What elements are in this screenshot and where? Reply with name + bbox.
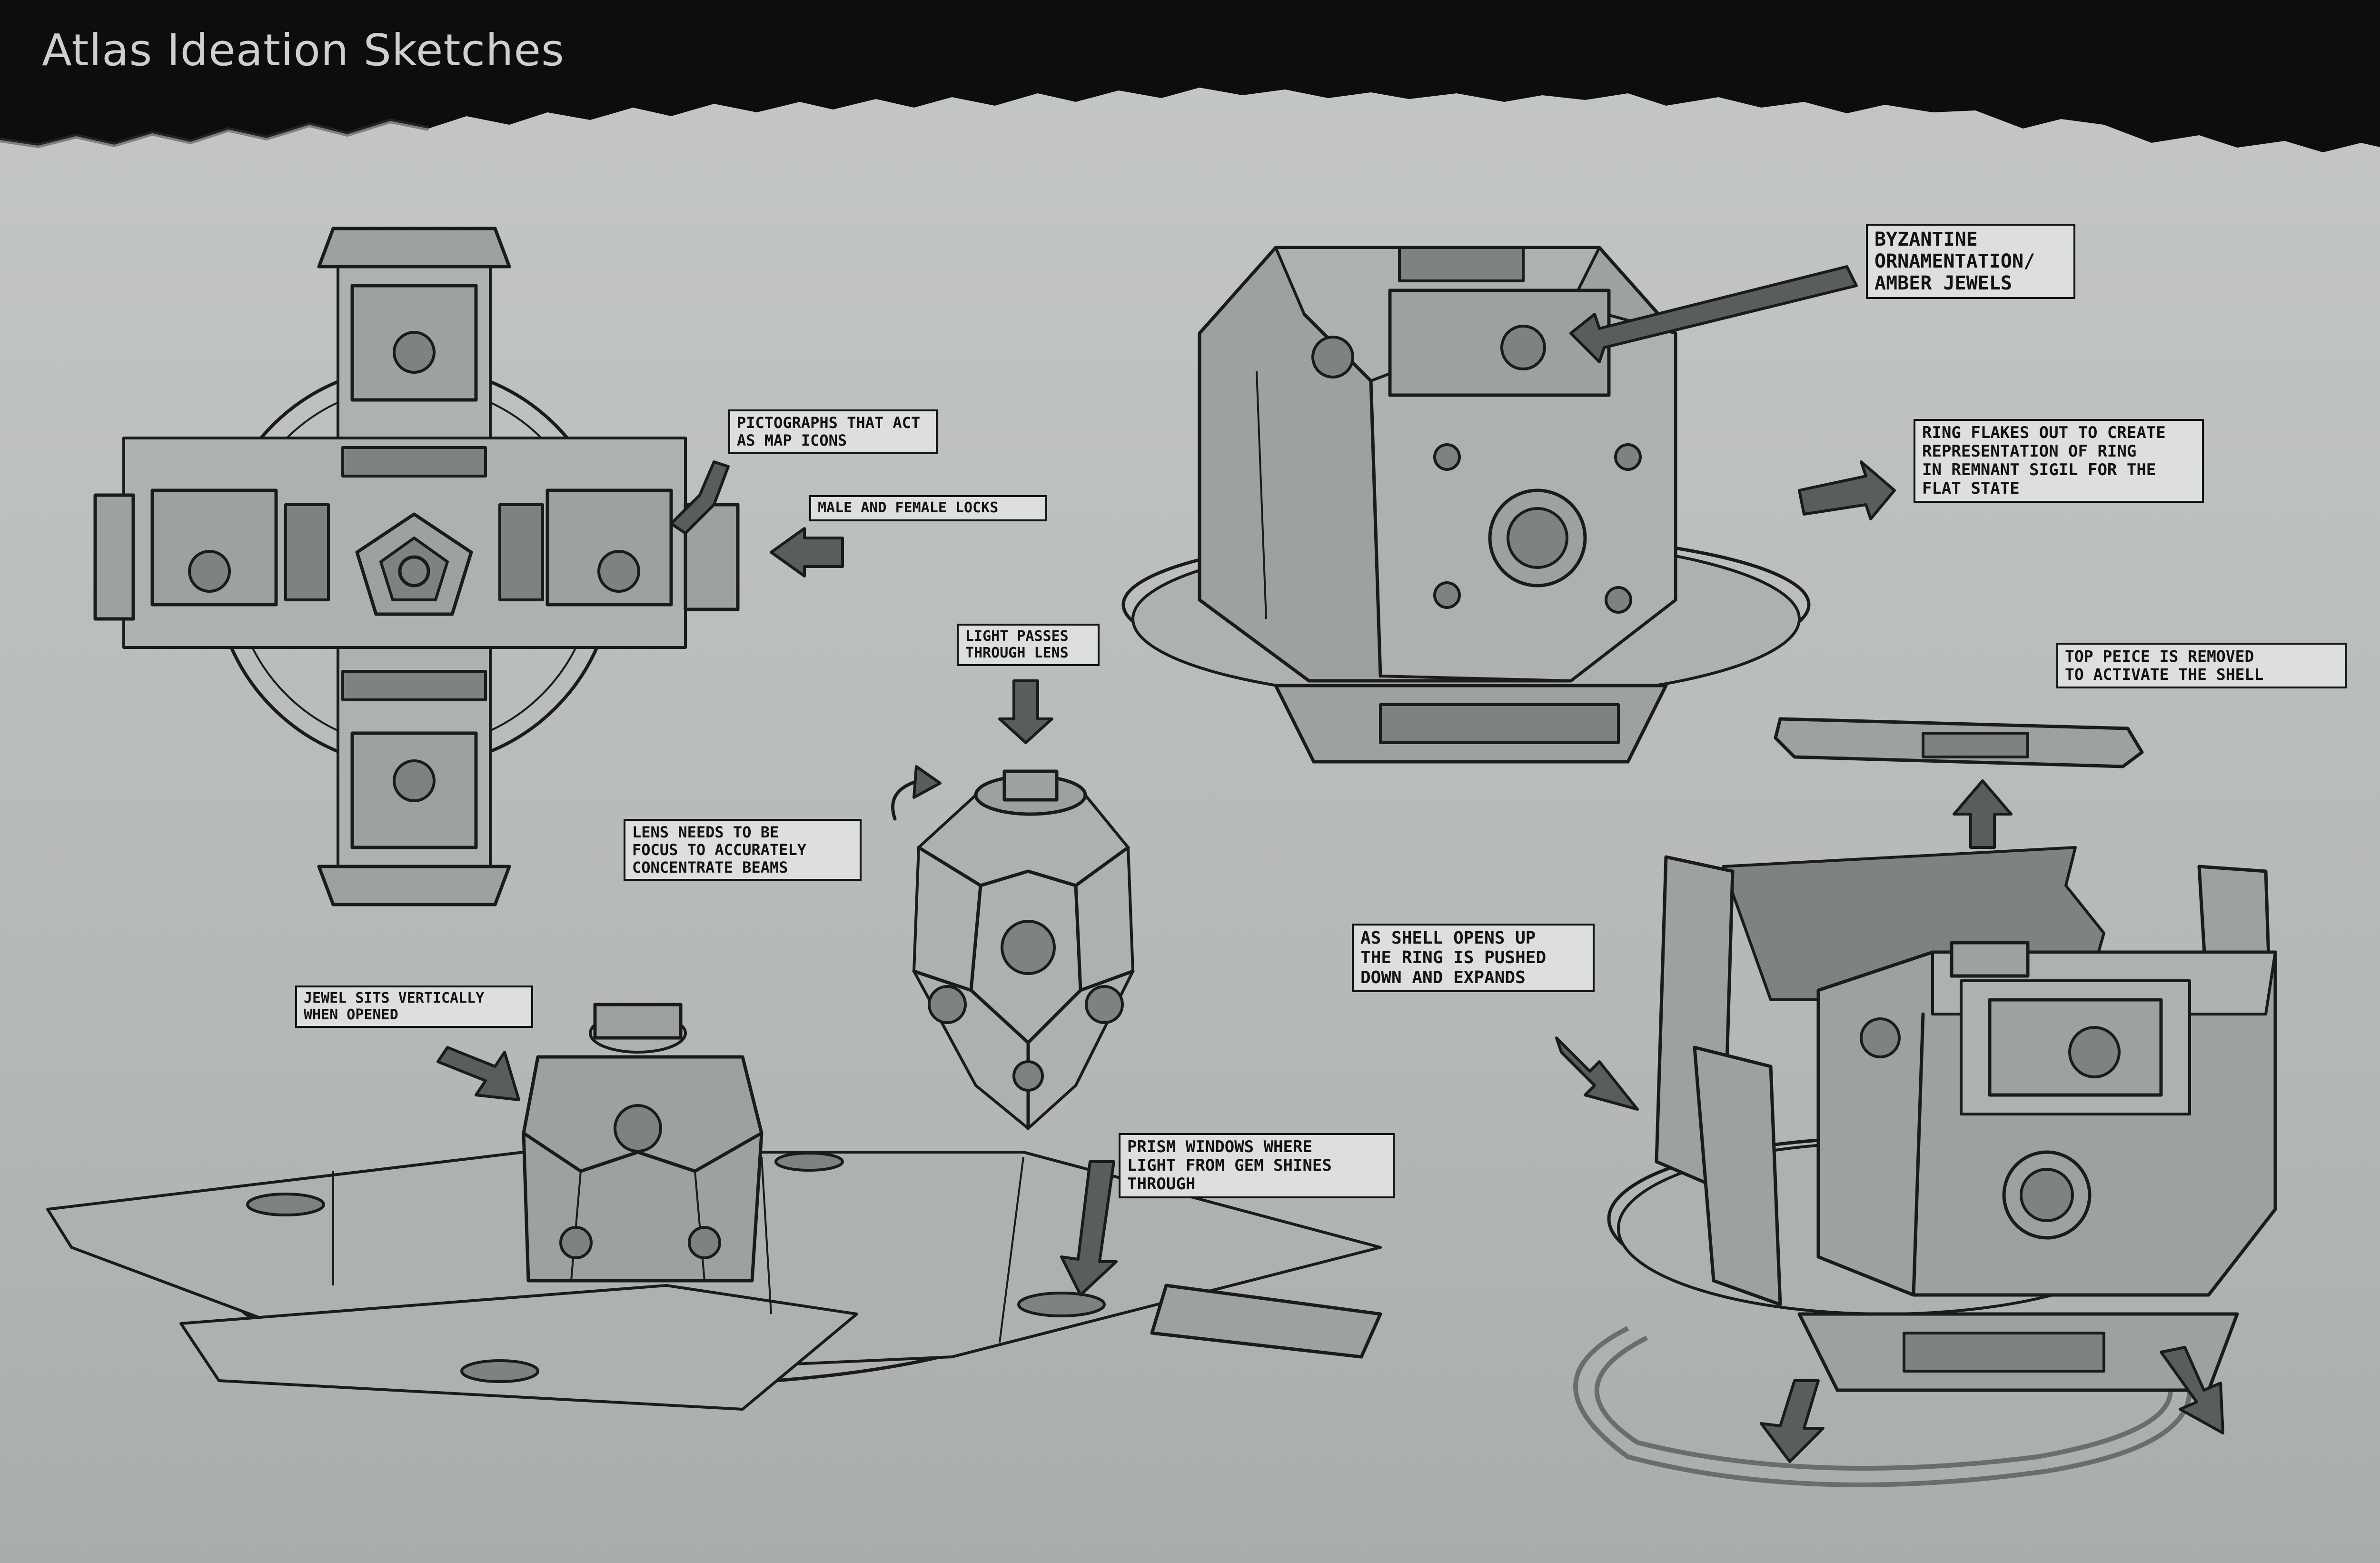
flat-cross-layout	[93, 227, 740, 906]
note-light-lens: Light passes through lens	[957, 624, 1100, 666]
note-locks: Male and female locks	[809, 495, 1047, 521]
note-pictographs: Pictographs that act as map icons	[728, 409, 938, 454]
page-title: Atlas Ideation Sketches	[42, 25, 565, 76]
note-top-piece: Top peice is removed to activate the she…	[2056, 643, 2347, 688]
unfolded-platform-sketch	[46, 1003, 1382, 1411]
note-byzantine: Byzantine ornamentation/ Amber jewels	[1866, 224, 2075, 299]
note-prism: Prism windows where light from gem shine…	[1119, 1133, 1395, 1199]
opened-shell-sketch	[1573, 846, 2277, 1487]
note-lens-focus: Lens needs to be focus to accurately con…	[624, 819, 862, 881]
lens-gem-sketch	[912, 769, 1135, 1130]
header-band	[0, 0, 2380, 152]
closed-shell-sketch	[1121, 246, 1811, 764]
note-ring-flakes: Ring flakes out to create representation…	[1914, 419, 2204, 503]
note-jewel: Jewel sits vertically when opened	[295, 986, 533, 1028]
note-shell-opens: As shell opens up the ring is pushed dow…	[1352, 924, 1595, 993]
